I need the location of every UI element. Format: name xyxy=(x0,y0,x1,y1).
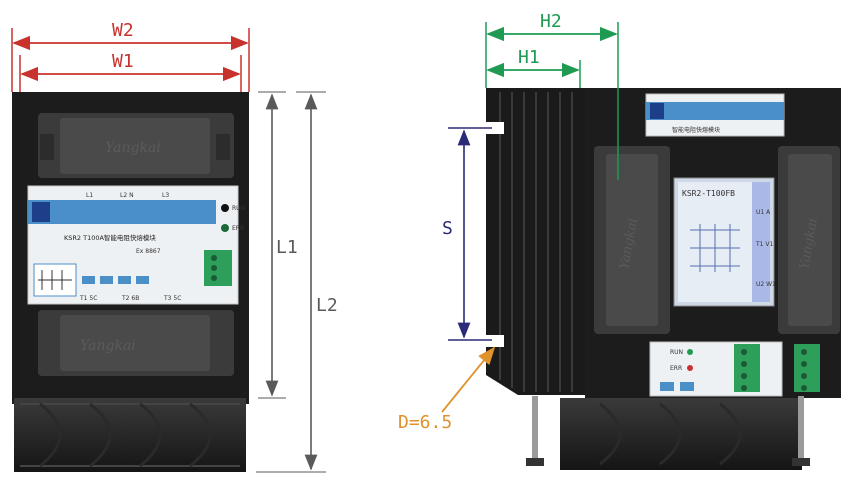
left-device: Yangkai L1 L2 N L3 KSR2 T100A智能电阻快熔模块 Ex… xyxy=(12,92,249,472)
panel-title: KSR2 T100A智能电阻快熔模块 xyxy=(64,233,156,242)
panel-sub: Ex 8867 xyxy=(136,248,161,255)
lcd-line-3: U2 W1 xyxy=(756,281,776,288)
right-top-label: 智能电阻快熔模块 xyxy=(672,126,720,134)
lcd-title: KSR2-T100FB xyxy=(682,189,735,198)
dim-w2: W2 xyxy=(112,20,134,41)
right-led-err-label: ERR xyxy=(670,365,682,372)
lcd-line-2: T1 V1 xyxy=(755,241,773,248)
panel-bottom-term-2: T2 6B xyxy=(121,295,139,302)
panel-term-l1: L1 xyxy=(86,192,93,199)
panel-term-l3: L3 xyxy=(162,192,169,199)
right-led-run-label: RUN xyxy=(670,349,683,356)
dim-l2: L2 xyxy=(316,295,338,316)
right-device: 智能电阻快熔模块 KSR2-T100FB U1 A T1 V1 U2 W1 Ya… xyxy=(484,88,841,470)
dim-s: S xyxy=(442,218,453,239)
dim-h1: H1 xyxy=(518,47,540,68)
panel-term-l2: L2 N xyxy=(120,192,134,199)
panel-bottom-term-3: T3 5C xyxy=(163,295,181,302)
dim-w1: W1 xyxy=(112,51,134,72)
svg-text:Yangkai: Yangkai xyxy=(80,338,136,354)
led-run-label: RUN xyxy=(232,205,245,212)
right-led-err xyxy=(687,365,693,371)
led-err-label: ERR xyxy=(232,225,244,232)
led-err xyxy=(221,224,229,232)
dim-l1: L1 xyxy=(276,237,298,258)
left-fan xyxy=(14,398,246,472)
svg-text:Yangkai: Yangkai xyxy=(105,140,161,156)
right-dimensions: H2 H1 S D=6.5 xyxy=(398,11,619,433)
panel-bottom-term-1: T1 5C xyxy=(79,295,97,302)
right-fan xyxy=(526,396,810,470)
left-label-panel: L1 L2 N L3 KSR2 T100A智能电阻快熔模块 Ex 8867 T1… xyxy=(27,185,245,305)
dim-h2: H2 xyxy=(540,11,562,32)
dim-d: D=6.5 xyxy=(398,412,452,433)
right-led-run xyxy=(687,349,693,355)
led-run xyxy=(221,204,229,212)
lcd-line-1: U1 A xyxy=(756,209,771,216)
left-dimensions: W2 W1 L1 L2 xyxy=(11,20,338,473)
